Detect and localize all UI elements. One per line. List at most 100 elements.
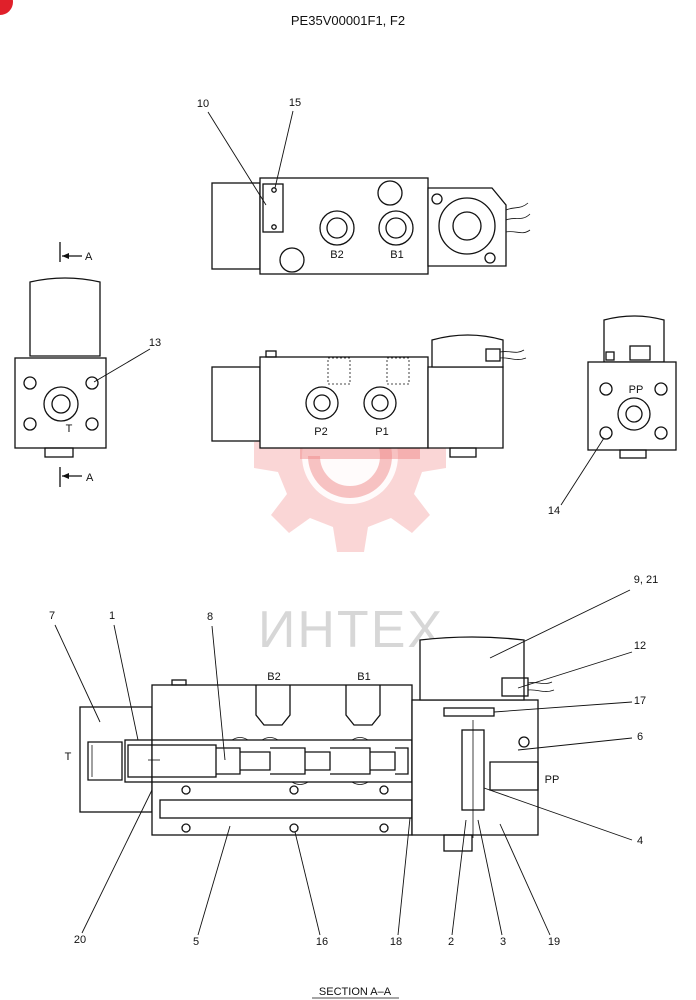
- label-t: T: [66, 423, 73, 435]
- callout-14: 14: [548, 505, 560, 517]
- section-plug-1: [181, 823, 191, 833]
- top-view: B2 B1 10 15: [197, 97, 531, 275]
- solenoid-screw-br: [484, 252, 496, 264]
- left-bolt-tr: [85, 376, 99, 390]
- port-p2-outer: [305, 386, 339, 420]
- leader-3: [477, 819, 503, 936]
- callout-19: 19: [548, 936, 560, 948]
- section-plug-3: [379, 823, 389, 833]
- leader-4: [483, 787, 633, 841]
- front-view-solenoid-coil: [431, 334, 504, 368]
- section-marker-top: A: [85, 251, 93, 263]
- front-view-left-cap: [211, 366, 261, 442]
- callout-2: 2: [448, 936, 454, 948]
- section-marker-bottom: A: [86, 472, 94, 484]
- callout-17: 17: [634, 695, 646, 707]
- leader-20: [81, 789, 153, 934]
- section-main-body: [151, 684, 413, 836]
- callout-1: 1: [109, 610, 115, 622]
- watermark-text: ИНТЕХ: [258, 601, 444, 659]
- front-view-body: [259, 356, 429, 449]
- section-plug-2: [289, 823, 299, 833]
- section-label-t: T: [65, 751, 72, 763]
- leader-10: [207, 111, 267, 206]
- callout-6: 6: [637, 731, 643, 743]
- section-spool-sleeve: [127, 744, 217, 778]
- section-port-b2: [255, 685, 291, 726]
- front-view-solenoid-block: [427, 366, 504, 449]
- callout-12: 12: [634, 640, 646, 652]
- corner-mark: [0, 0, 13, 15]
- port-p1-inner: [371, 394, 389, 412]
- right-end-foot: [619, 449, 647, 459]
- leader-16: [294, 831, 321, 936]
- right-bolt-tl: [599, 382, 613, 396]
- leader-5: [197, 825, 231, 936]
- front-view-wires: [499, 349, 527, 360]
- port-t-inner: [51, 394, 71, 414]
- callout-3: 3: [500, 936, 506, 948]
- label-p1: P1: [375, 426, 388, 438]
- leader-6: [517, 737, 633, 751]
- leader-7: [54, 624, 101, 723]
- top-view-body: [259, 177, 429, 275]
- callout-20: 20: [74, 934, 86, 946]
- drawing-title: PE35V00001F1, F2: [291, 13, 405, 28]
- front-view: P2 P1: [211, 334, 527, 458]
- label-pp: PP: [629, 384, 644, 396]
- callout-16: 16: [316, 936, 328, 948]
- leader-19: [499, 823, 551, 936]
- port-pp-outer: [617, 397, 651, 431]
- port-b1-inner: [385, 217, 407, 239]
- section-solenoid-wires: [527, 681, 555, 692]
- section-left-end-block: [79, 706, 153, 813]
- front-view-connector: [485, 348, 501, 362]
- leader-2: [451, 819, 467, 936]
- left-bolt-br: [85, 417, 99, 431]
- solenoid-coil-outer: [438, 197, 496, 255]
- section-pp-fitting: [489, 761, 539, 791]
- left-end-plate: [14, 357, 107, 449]
- leader-14: [560, 437, 605, 506]
- section-plug-4: [181, 785, 191, 795]
- solenoid-wires: [505, 202, 531, 234]
- port-p2-inner: [313, 394, 331, 412]
- section-label-b2: B2: [267, 671, 280, 683]
- callout-18: 18: [390, 936, 402, 948]
- port-p1-outer: [363, 386, 397, 420]
- front-view-plug: [449, 447, 477, 458]
- port-b2-inner: [326, 217, 348, 239]
- right-lug: [605, 351, 615, 361]
- callout-9-21: 9, 21: [634, 574, 658, 586]
- left-end-view: A T A 13: [14, 242, 161, 487]
- callout-8: 8: [207, 611, 213, 623]
- left-bolt-bl: [23, 417, 37, 431]
- section-solenoid-connector: [501, 677, 529, 697]
- label-b1: B1: [390, 249, 403, 261]
- front-view-lug: [265, 350, 277, 358]
- nameplate-rivet-bottom: [271, 224, 277, 230]
- port-t-outer: [43, 386, 79, 422]
- label-b2: B2: [330, 249, 343, 261]
- section-mark-top-arrowhead: [62, 253, 69, 259]
- top-view-plug-left: [279, 247, 305, 273]
- section-right-block: [411, 699, 539, 836]
- left-solenoid: [29, 277, 101, 357]
- nameplate: [262, 183, 284, 233]
- right-connector: [629, 345, 651, 361]
- callout-5: 5: [193, 936, 199, 948]
- section-spool-grooves: [231, 737, 369, 785]
- solenoid-coil-inner: [452, 211, 482, 241]
- nameplate-rivet-top: [271, 187, 277, 193]
- leader-8: [211, 625, 226, 761]
- section-label-pp: PP: [545, 774, 560, 786]
- label-p2: P2: [314, 426, 327, 438]
- right-end-view: PP 14: [548, 315, 677, 517]
- section-caption: SECTION A–A: [319, 986, 392, 998]
- port-b1-outer: [378, 210, 414, 246]
- right-bolt-br: [654, 426, 668, 440]
- port-pp-inner: [625, 405, 643, 423]
- section-port-b1: [345, 685, 381, 726]
